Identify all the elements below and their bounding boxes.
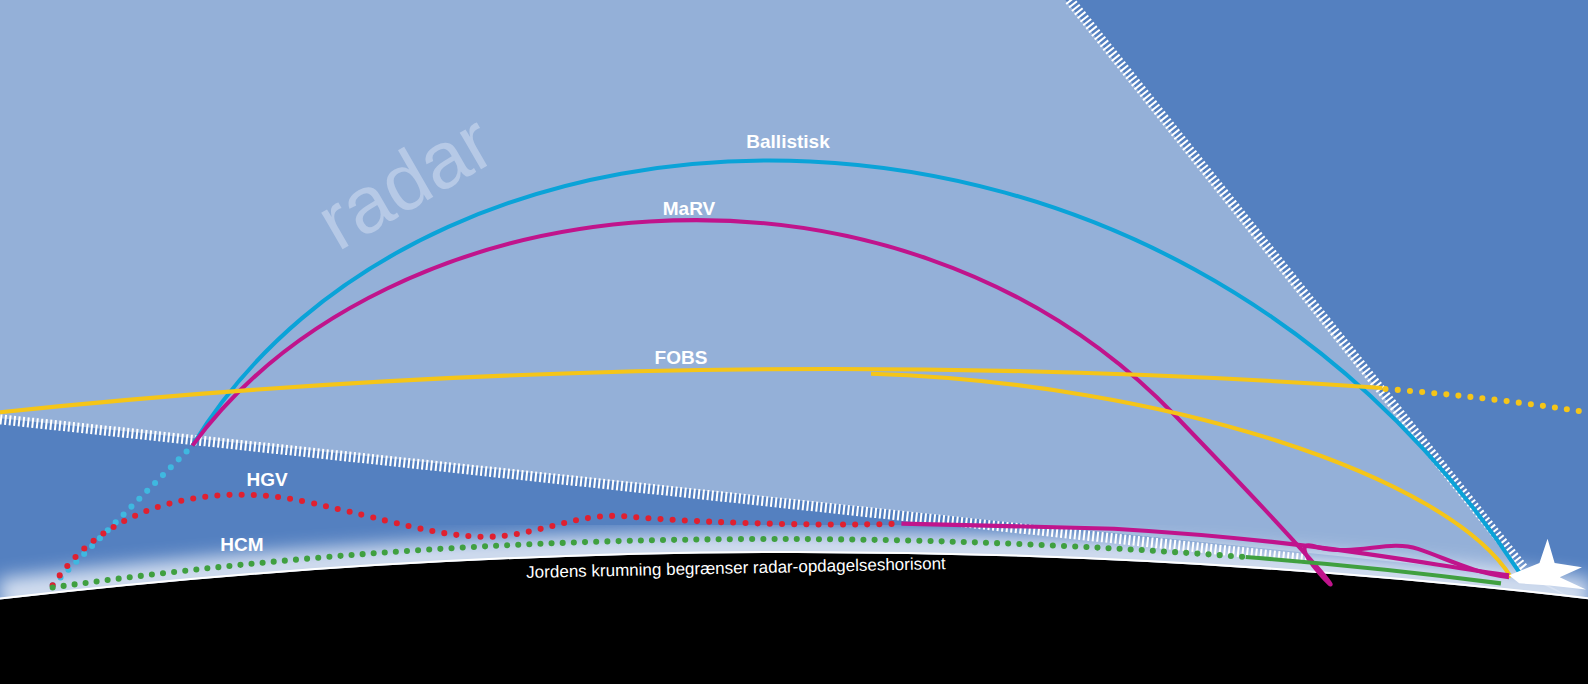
ballistic-boost bbox=[53, 446, 193, 586]
earth bbox=[0, 553, 1588, 684]
earth-edge bbox=[0, 552, 1588, 599]
earth-note: Jordens krumning begrænser radar-opdagel… bbox=[526, 555, 946, 581]
radar-shadow bbox=[1065, 0, 1588, 608]
trajectory-label: HGV bbox=[246, 470, 287, 489]
impact-burst bbox=[1509, 539, 1586, 590]
trajectory-label: HCM bbox=[220, 535, 263, 554]
fobs-trajectory bbox=[0, 369, 1382, 412]
trajectory-label: MaRV bbox=[663, 199, 715, 218]
hcm-terminal bbox=[1246, 557, 1501, 583]
marv-trajectory bbox=[192, 220, 1509, 584]
fobs-deorbit bbox=[871, 374, 1511, 578]
trajectory-label: FOBS bbox=[655, 348, 708, 367]
hgv-glide bbox=[901, 524, 1509, 576]
trajectory-label: Ballistisk bbox=[746, 132, 829, 151]
watermark: radar bbox=[304, 101, 506, 264]
fobs-orbit bbox=[1386, 389, 1587, 412]
